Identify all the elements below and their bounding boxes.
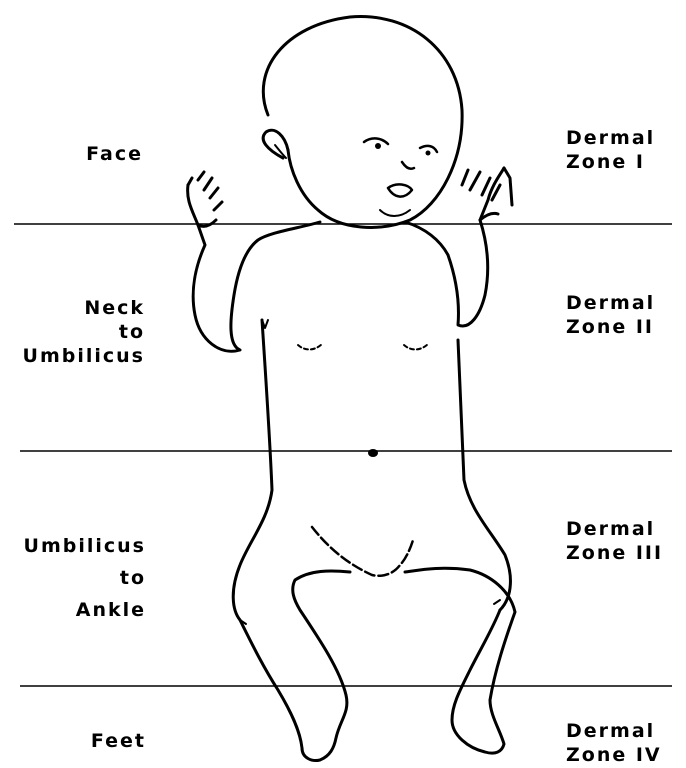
zone-label-1: Dermal Zone I <box>566 126 655 174</box>
infant-right-arm <box>405 168 504 326</box>
region-label-line: Feet <box>91 729 146 753</box>
infant-left-arm <box>188 185 320 351</box>
infant-left-leg <box>240 571 350 761</box>
infant-ear <box>263 130 288 158</box>
region-label-neck-to-umbilicus: Neck to Umbilicus <box>23 296 145 368</box>
zone-label-line: Dermal <box>566 291 655 315</box>
region-label-line: Neck <box>23 296 145 320</box>
zone-label-line: Zone III <box>566 541 663 565</box>
zone-label-3: Dermal Zone III <box>566 517 663 565</box>
zone-label-line: Zone I <box>566 150 655 174</box>
region-label-line: Umbilicus <box>24 530 146 562</box>
zone-label-4: Dermal Zone IV <box>566 719 662 767</box>
infant-right-leg <box>405 568 515 753</box>
region-label-line: to <box>23 320 145 344</box>
infant-torso-left <box>233 320 272 620</box>
zone-label-line: Dermal <box>566 517 663 541</box>
region-label-face: Face <box>86 142 143 166</box>
infant-right-hand <box>462 168 512 220</box>
region-label-line: to <box>24 562 146 594</box>
infant-left-hand <box>188 172 222 226</box>
zone-label-line: Zone IV <box>566 743 662 767</box>
region-label-umbilicus-to-ankle: Umbilicus to Ankle <box>24 530 146 626</box>
zone-label-2: Dermal Zone II <box>566 291 655 339</box>
infant-eye-left <box>364 138 388 144</box>
infant-head-outline <box>263 17 462 228</box>
infant-groin <box>312 527 413 576</box>
infant-nose <box>402 162 414 169</box>
region-label-feet: Feet <box>91 729 146 753</box>
zone-label-line: Zone II <box>566 315 655 339</box>
infant-mouth <box>388 184 412 196</box>
region-label-line: Umbilicus <box>23 344 145 368</box>
region-label-line: Ankle <box>24 594 146 626</box>
zone-label-line: Dermal <box>566 126 655 150</box>
zone-label-line: Dermal <box>566 719 662 743</box>
region-label-line: Face <box>86 142 143 166</box>
